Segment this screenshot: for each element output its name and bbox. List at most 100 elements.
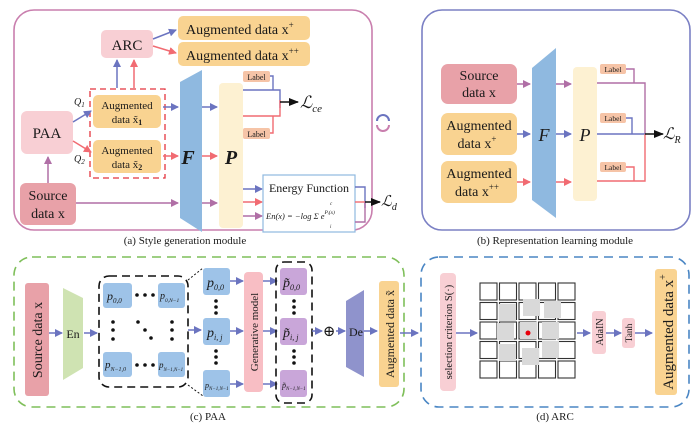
- patch-p0n: [158, 283, 185, 308]
- energy-sum-bottom: i: [330, 225, 332, 230]
- caption-d: (d) ARC: [536, 411, 574, 423]
- b-source-line1: Source: [460, 69, 499, 84]
- c-patch-grid: [98, 275, 189, 388]
- zoom-line-bottom: [187, 384, 204, 397]
- energy-function-box: [262, 174, 356, 233]
- aug1-box: [93, 95, 161, 128]
- column-ellipsis-dots: [214, 299, 218, 365]
- tilde-patch-ij-label: p̃i, j: [282, 326, 299, 342]
- b-predictor-p: [573, 67, 597, 201]
- shifted-patch: [544, 301, 561, 318]
- grid-cell: [479, 282, 498, 301]
- loss-r: ℒR: [663, 126, 681, 146]
- patch-p00: [103, 283, 132, 308]
- b-aug-pp-line1: Augmented: [446, 167, 511, 182]
- b-line-purple: [597, 68, 646, 134]
- line-energy-blue: [355, 186, 366, 208]
- caption-c: (c) PAA: [190, 411, 226, 423]
- b-encoder-f: [532, 48, 556, 218]
- d-aug-label: Augmented data x+: [658, 274, 677, 390]
- aug2-line2: data x̃2: [112, 159, 143, 172]
- grid-cell: [537, 360, 557, 379]
- b-label-text-1: Label: [604, 65, 621, 74]
- shifted-patch: [499, 304, 516, 321]
- c-en-encoder: [63, 288, 83, 380]
- adain-box: [592, 311, 606, 354]
- label-box-2: [243, 128, 270, 139]
- q2-label: Q2: [74, 154, 85, 166]
- loss-d: ℒd: [381, 194, 398, 213]
- source-box: [20, 183, 76, 225]
- b-line-red: [597, 134, 646, 182]
- line-red-to-lce: [243, 100, 281, 134]
- grid-cell: [479, 321, 498, 340]
- augmented-group-dashed: [89, 88, 166, 179]
- c-de-label: De: [349, 325, 363, 339]
- b-source-line2: data x: [462, 86, 496, 101]
- patch-col-p00-label: p0,0: [206, 276, 224, 292]
- c-aug-label: Augmented data x̃: [383, 290, 397, 378]
- paa-box: [21, 111, 73, 154]
- grid-cell: [498, 282, 518, 301]
- aug-plusplus-label: Augmented data x++: [186, 46, 299, 64]
- patch-pn0: [103, 352, 132, 377]
- energy-title: Energy Function: [269, 181, 349, 195]
- c-en-label: En: [66, 327, 79, 341]
- tilde-ellipsis-dots: [292, 299, 296, 365]
- predictor-p-label: P: [224, 147, 238, 169]
- shifted-patch: [497, 323, 514, 340]
- b-label-text-3: Label: [604, 163, 621, 172]
- aug1-line1: Augmented: [101, 100, 153, 112]
- encoder-f-label: F: [180, 147, 195, 169]
- arc-box: [101, 30, 153, 58]
- caption-b: (b) Representation learning module: [477, 235, 633, 247]
- source-line2: data x: [31, 207, 65, 222]
- patch-p0n-label: p0,N−1: [159, 291, 180, 304]
- shifted-patch: [542, 322, 559, 339]
- grid-cell: [479, 360, 498, 379]
- b-label-box-1: [600, 64, 626, 74]
- arc-label: ARC: [112, 38, 143, 54]
- c-source-label: Source data x: [31, 302, 46, 378]
- generative-model-box: [244, 272, 263, 392]
- patch-pn0-label: pN−1,0: [104, 359, 126, 373]
- panel-style-generation: ARC Augmented data x+ Augmented data x++…: [13, 9, 398, 247]
- shifted-patch: [522, 348, 539, 365]
- b-aug-plus-line1: Augmented: [446, 119, 511, 134]
- grid-cell: [537, 282, 557, 301]
- grid-cell: [557, 282, 576, 301]
- patch-p00-label: p0,0: [106, 289, 122, 305]
- b-line-blue: [597, 117, 645, 135]
- arrow-paa-to-aug1: [72, 110, 92, 123]
- energy-sum-top: c: [330, 202, 333, 207]
- grid-cell: [479, 301, 498, 321]
- arc-patch-grid: [479, 282, 576, 379]
- aug2-line1: Augmented: [101, 145, 153, 157]
- aug-plus-label: Augmented data x+: [186, 20, 294, 38]
- label-box-1: [243, 71, 270, 82]
- caption-a: (a) Style generation module: [124, 235, 247, 247]
- b-aug-plus-line2: data x+: [458, 134, 497, 152]
- b-source-box: [441, 64, 517, 104]
- panel-a-border: [13, 9, 373, 231]
- energy-formula: En(x) = −log Σ ePᵢ(x): [265, 209, 335, 221]
- line-energy-purple: [355, 202, 366, 223]
- center-point-marker: [525, 330, 531, 336]
- panel-representation-learning: Source data x Augmented data x+ Augmente…: [421, 9, 691, 247]
- c-aug-box: [379, 281, 399, 387]
- patch-col-pij-label: pi, j: [206, 326, 223, 342]
- selection-criterion-label: selection criterion S(·): [444, 284, 455, 379]
- source-line1: Source: [29, 189, 68, 204]
- tanh-box: [622, 318, 635, 348]
- label-text-1: Label: [247, 73, 266, 82]
- shifted-patch: [499, 344, 516, 361]
- arrow-arc-to-aug-plus: [152, 28, 177, 40]
- grid-cell: [498, 360, 518, 379]
- shifted-patch: [542, 341, 559, 358]
- tilde-patch-nn: [280, 370, 307, 397]
- label-text-2: Label: [247, 130, 266, 139]
- grid-cell: [557, 321, 576, 340]
- b-predictor-label: P: [579, 125, 591, 145]
- tilde-patch-nn-label: p̃N−1,N−1: [281, 381, 306, 392]
